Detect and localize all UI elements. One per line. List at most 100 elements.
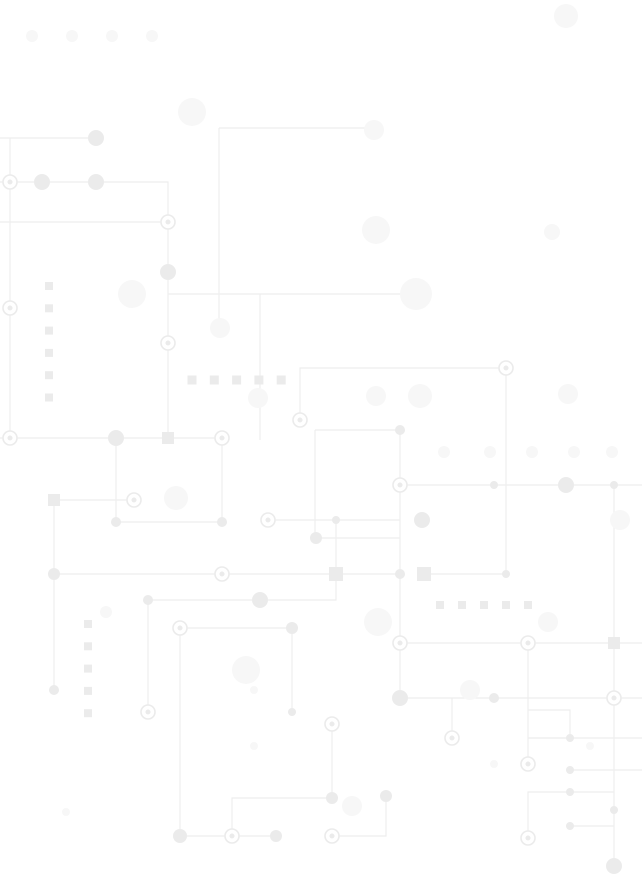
dotted-column-square [84, 620, 92, 628]
faint-blob [606, 446, 618, 458]
node-dot [610, 806, 618, 814]
faint-blob [106, 30, 118, 42]
faint-blob [490, 760, 498, 768]
node-dot [286, 622, 298, 634]
node-ring-center [265, 517, 271, 523]
faint-blob [366, 386, 386, 406]
node-ring-center [165, 340, 171, 346]
dotted-column-square [84, 686, 92, 695]
node-dot [252, 592, 268, 608]
node-dot [566, 822, 574, 830]
node-dot [392, 690, 408, 706]
node-dot [111, 517, 121, 527]
node-dot [566, 734, 574, 742]
node-ring-center [525, 761, 531, 767]
faint-blob [250, 686, 258, 694]
node-square [329, 567, 343, 581]
node-dot [558, 477, 574, 493]
node-ring-center [219, 435, 225, 441]
dotted-column-square [84, 664, 92, 673]
dotted-column-square [84, 642, 92, 651]
circuit-trace [231, 797, 332, 836]
node-ring-center [219, 571, 225, 577]
node-dot [88, 174, 104, 190]
node-ring-center [165, 219, 171, 225]
faint-blob [408, 384, 432, 408]
node-ring-center [525, 640, 531, 646]
dotted-row-square [524, 601, 532, 609]
node-dot [326, 792, 338, 804]
node-ring-center [397, 640, 403, 646]
circuit-trace [0, 181, 169, 438]
node-dot [288, 708, 296, 716]
dotted-row-square [254, 375, 264, 385]
dotted-column-square [45, 371, 53, 380]
faint-blob [210, 318, 230, 338]
faint-blob [178, 98, 206, 126]
node-ring-center [449, 735, 455, 741]
node-ring-center [297, 417, 303, 423]
node-ring-center [177, 625, 183, 631]
faint-nodes [26, 4, 630, 816]
dotted-column-square [45, 348, 53, 357]
circuit-trace [0, 437, 223, 523]
faint-blob [558, 384, 578, 404]
circuit-nodes [2, 130, 622, 874]
circuit-trace [332, 796, 387, 837]
node-dot [489, 693, 499, 703]
node-ring-center [7, 435, 13, 441]
dotted-row-square [458, 601, 466, 609]
circuit-trace [528, 709, 571, 739]
node-dot [108, 430, 124, 446]
node-ring-center [397, 482, 403, 488]
circuit-trace [314, 430, 400, 539]
node-ring-center [229, 833, 235, 839]
circuit-trace [148, 574, 337, 601]
node-dot [490, 481, 498, 489]
dotted-row-square [187, 375, 197, 385]
circuit-trace [299, 367, 507, 575]
node-dot [270, 830, 282, 842]
faint-blob [586, 742, 594, 750]
faint-blob [526, 446, 538, 458]
dotted-row-square [502, 601, 510, 609]
faint-blob [554, 4, 578, 28]
dotted-row-square [436, 601, 444, 609]
node-dot [48, 568, 60, 580]
faint-blob [400, 278, 432, 310]
dotted-row-square [209, 375, 219, 385]
dotted-column-square [45, 326, 53, 335]
faint-blob [146, 30, 158, 42]
faint-blob [438, 446, 450, 458]
dotted-row-square [480, 601, 488, 609]
faint-blob [164, 486, 188, 510]
node-ring-center [503, 365, 509, 371]
node-dot [610, 481, 618, 489]
node-dot [49, 685, 59, 695]
node-ring-center [611, 695, 617, 701]
faint-blob [66, 30, 78, 42]
node-dot [217, 517, 227, 527]
node-ring-center [131, 497, 137, 503]
circuit-traces [0, 127, 642, 866]
node-ring-center [329, 721, 335, 727]
circuit-trace [179, 628, 276, 837]
node-ring-center [145, 709, 151, 715]
dotted-column-square [45, 393, 53, 402]
faint-blob [232, 656, 260, 684]
node-ring-center [329, 833, 335, 839]
dotted-row-square [232, 375, 242, 385]
faint-blob [544, 224, 560, 240]
dotted-column-square [84, 709, 92, 718]
node-dot [502, 570, 510, 578]
circuit-trace [527, 791, 614, 838]
node-square [162, 432, 174, 444]
faint-blob [568, 446, 580, 458]
faint-blob [364, 608, 392, 636]
node-dot [173, 829, 187, 843]
node-dot [34, 174, 50, 190]
faint-blob [100, 606, 112, 618]
node-ring-center [525, 835, 531, 841]
